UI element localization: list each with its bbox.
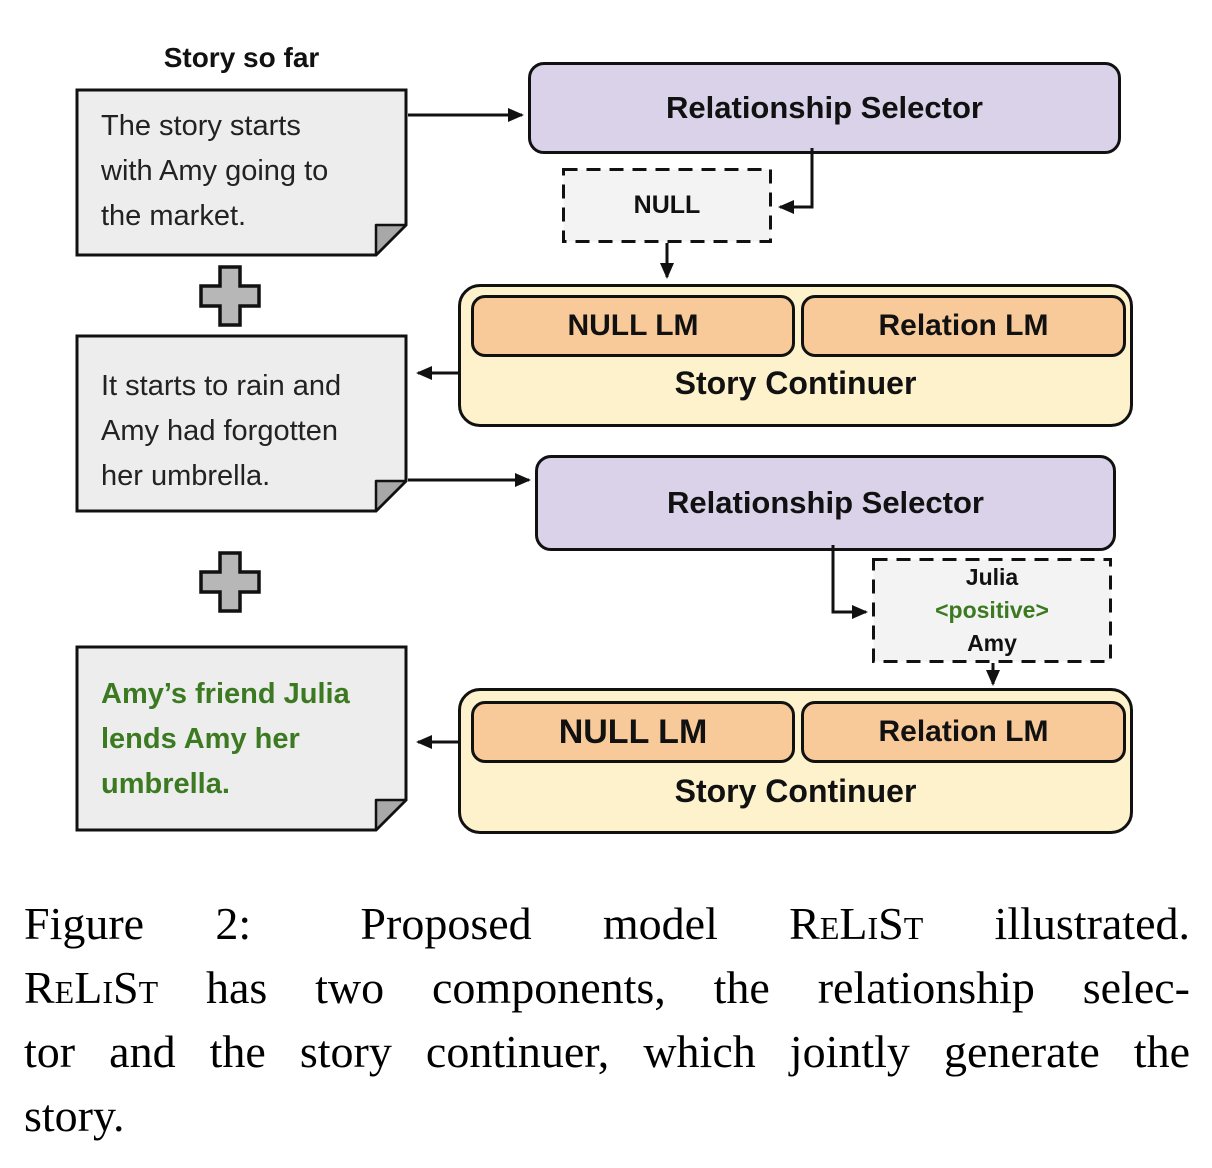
note-line: The story starts [101, 110, 301, 142]
note-2-text: It starts to rain and Amy had forgotten … [101, 364, 388, 499]
story-continuer-label: Story Continuer [674, 365, 917, 401]
relation-lm-box: Relation LM [801, 701, 1126, 763]
dashed-border [562, 168, 772, 243]
caption-line-2: ReLiSt has two components, the relations… [24, 956, 1190, 1020]
relation-output-box: Julia <positive> Amy [872, 558, 1112, 663]
story-continuer-box-2: NULL LM Relation LM Story Continuer [458, 688, 1133, 834]
null-lm-label: NULL LM [567, 309, 699, 342]
relationship-selector-label: Relationship Selector [666, 90, 983, 125]
relation-lm-label: Relation LM [878, 309, 1049, 342]
note-line: umbrella. [101, 768, 230, 800]
plus-icon [199, 551, 261, 613]
null-lm-label: NULL LM [558, 712, 708, 751]
story-so-far-label: Story so far [163, 42, 320, 73]
note-line: lends Amy her [101, 723, 300, 755]
relation-output-char2: Amy [967, 630, 1017, 656]
note-line: with Amy going to [101, 155, 329, 187]
caption-text: Proposed model [289, 898, 790, 949]
caption-text: illustrated. [923, 898, 1190, 949]
note-shape [75, 645, 408, 832]
null-lm-box: NULL LM [471, 701, 795, 763]
dog-ear-fold-icon [374, 479, 408, 513]
relation-output-char1: Julia [965, 564, 1019, 590]
null-lm-box: NULL LM [471, 295, 795, 357]
dashed-border [872, 558, 1112, 663]
caption-line-1: Figure 2: Proposed model ReLiSt illustra… [24, 892, 1190, 956]
relationship-selector-label: Relationship Selector [667, 485, 984, 520]
null-output-box: NULL [562, 168, 772, 243]
caption-line-4: story. [24, 1090, 125, 1141]
figure-caption: Figure 2: Proposed model ReLiSt illustra… [24, 892, 1190, 1148]
relationship-selector-box-2: Relationship Selector [535, 455, 1116, 551]
note-line: the market. [101, 200, 247, 232]
caption-model-name: ReLiSt [789, 898, 924, 949]
story-note-2: It starts to rain and Amy had forgotten … [75, 334, 408, 513]
arrow-selector2-to-relation [831, 545, 868, 619]
note-shape [75, 88, 408, 257]
arrow-selector1-to-null [778, 148, 814, 214]
note-1-text: The story starts with Amy going to the m… [101, 104, 388, 239]
plus-icon [199, 265, 261, 327]
caption-text: has two components, the relationship sel… [158, 962, 1190, 1013]
relation-lm-box: Relation LM [801, 295, 1126, 357]
dog-ear-fold-icon [374, 798, 408, 832]
story-note-1: The story starts with Amy going to the m… [75, 88, 408, 257]
dog-ear-fold-icon [374, 223, 408, 257]
note-shape [75, 334, 408, 513]
relation-lm-label: Relation LM [878, 715, 1049, 748]
note-line: Amy had forgotten [101, 415, 338, 447]
note-3-text: Amy’s friend Julia lends Amy her umbrell… [101, 672, 388, 807]
relation-output-sentiment: <positive> [935, 597, 1049, 623]
caption-model-name: ReLiSt [24, 962, 159, 1013]
story-continuer-box-1: NULL LM Relation LM Story Continuer [458, 284, 1133, 427]
note-line: It starts to rain and [101, 370, 342, 402]
story-note-3: Amy’s friend Julia lends Amy her umbrell… [75, 645, 408, 832]
caption-line-3: tor and the story continuer, which joint… [24, 1026, 1190, 1077]
note-line: her umbrella. [101, 460, 271, 492]
note-line: Amy’s friend Julia [101, 678, 350, 710]
caption-figure-label: Figure 2: [24, 898, 252, 949]
relationship-selector-box-1: Relationship Selector [528, 62, 1121, 154]
null-output-label: NULL [633, 191, 701, 219]
story-continuer-label: Story Continuer [674, 773, 917, 809]
